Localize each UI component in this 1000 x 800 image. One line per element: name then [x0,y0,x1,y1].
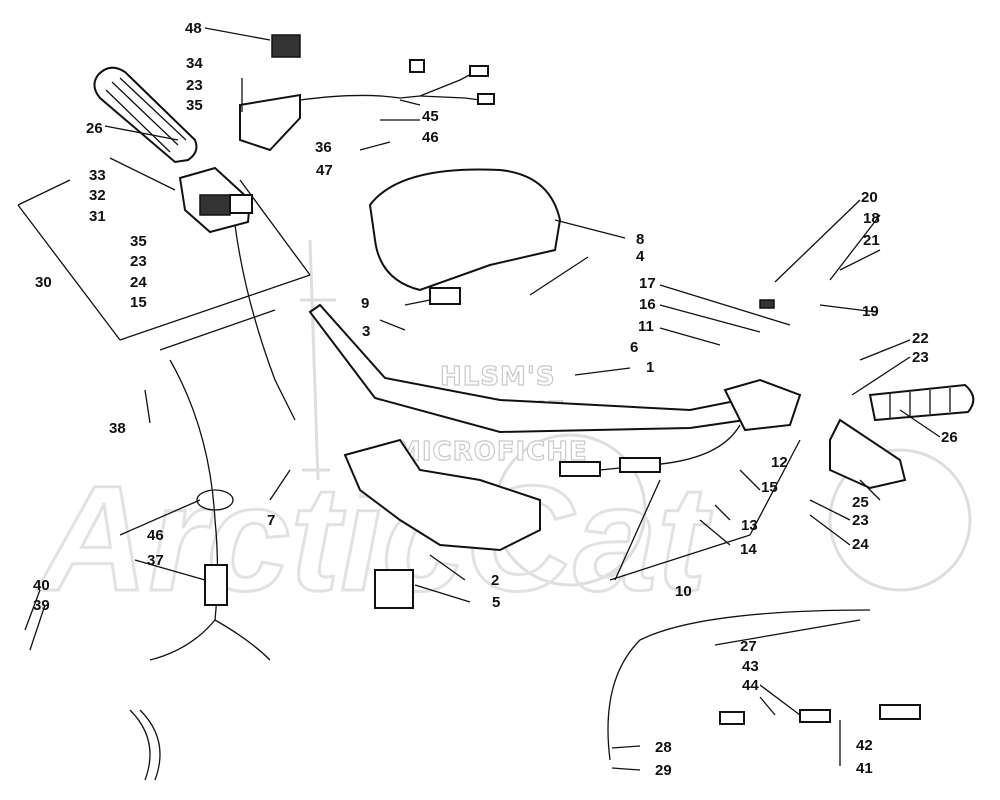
callout-13: 13 [741,517,758,534]
callout-21: 21 [863,232,880,249]
callout-8: 8 [636,231,644,248]
callout-5: 5 [492,594,500,611]
callout-20: 20 [861,189,878,206]
wire-harness-right [559,424,741,477]
callout-41: 41 [856,760,873,777]
callout-24-left: 24 [130,274,147,291]
callout-34: 34 [186,55,203,72]
callout-37: 37 [147,552,164,569]
callout-36: 36 [315,139,332,156]
callout-1: 1 [646,359,654,376]
callout-14: 14 [740,541,757,558]
watermark-line-1: HLSM'S [440,362,556,392]
callout-28: 28 [655,739,672,756]
callout-23-top: 23 [186,77,203,94]
headlight-cover [368,168,562,305]
callout-labels: 1 2 3 4 5 6 7 8 9 10 11 12 13 14 15 15 1… [33,20,958,779]
callout-16: 16 [639,296,656,313]
brake-lever [829,418,907,490]
callout-25: 25 [852,494,869,511]
callout-18: 18 [863,210,880,227]
callout-47: 47 [316,162,333,179]
callout-44: 44 [742,677,759,694]
callout-3: 3 [362,323,370,340]
wire-harness-top [299,59,495,105]
callout-12: 12 [771,454,788,471]
callout-4: 4 [636,248,645,265]
callout-19: 19 [862,303,879,320]
callout-46-top: 46 [422,129,439,146]
callout-24-right: 24 [852,536,869,553]
leader-lines [17,27,941,771]
callout-27: 27 [740,638,757,655]
callout-40: 40 [33,577,50,594]
watermark-line-3: MICROFICHE [395,437,588,467]
callout-17: 17 [639,275,656,292]
callout-35-left: 35 [130,233,147,250]
callout-26-right: 26 [941,429,958,446]
callout-43: 43 [742,658,759,675]
callout-48: 48 [185,20,202,37]
callout-45: 45 [422,108,439,125]
callout-46-left: 46 [147,527,164,544]
cable-left [129,224,296,781]
callout-15-left: 15 [130,294,147,311]
callout-33: 33 [89,167,106,184]
watermark: ArcticCat HLSM'S ONLINE MICROFICHE [35,239,972,624]
right-switch-housing [723,299,802,432]
throttle-cable-lower [607,609,921,761]
handlebar-bracket [343,438,541,609]
right-grip [868,383,975,422]
callout-23-right-bottom: 23 [852,512,869,529]
callout-23-left: 23 [130,253,147,270]
callout-38: 38 [109,420,126,437]
callout-6: 6 [630,339,638,356]
callout-23-right-top: 23 [912,349,929,366]
callout-15-right: 15 [761,479,778,496]
callout-22: 22 [912,330,929,347]
callout-32: 32 [89,187,106,204]
callout-26-left: 26 [86,120,103,137]
callout-7: 7 [267,512,275,529]
callout-2: 2 [491,572,499,589]
callout-10: 10 [675,583,692,600]
callout-35-top: 35 [186,97,203,114]
throttle-lever [239,34,301,152]
callout-11: 11 [638,318,654,335]
left-switch-housing [178,166,253,234]
callout-39: 39 [33,597,50,614]
callout-9: 9 [361,295,369,312]
callout-31: 31 [89,208,106,225]
callout-30: 30 [35,274,52,291]
left-grip [93,66,198,164]
callout-29: 29 [655,762,672,779]
callout-42: 42 [856,737,873,754]
